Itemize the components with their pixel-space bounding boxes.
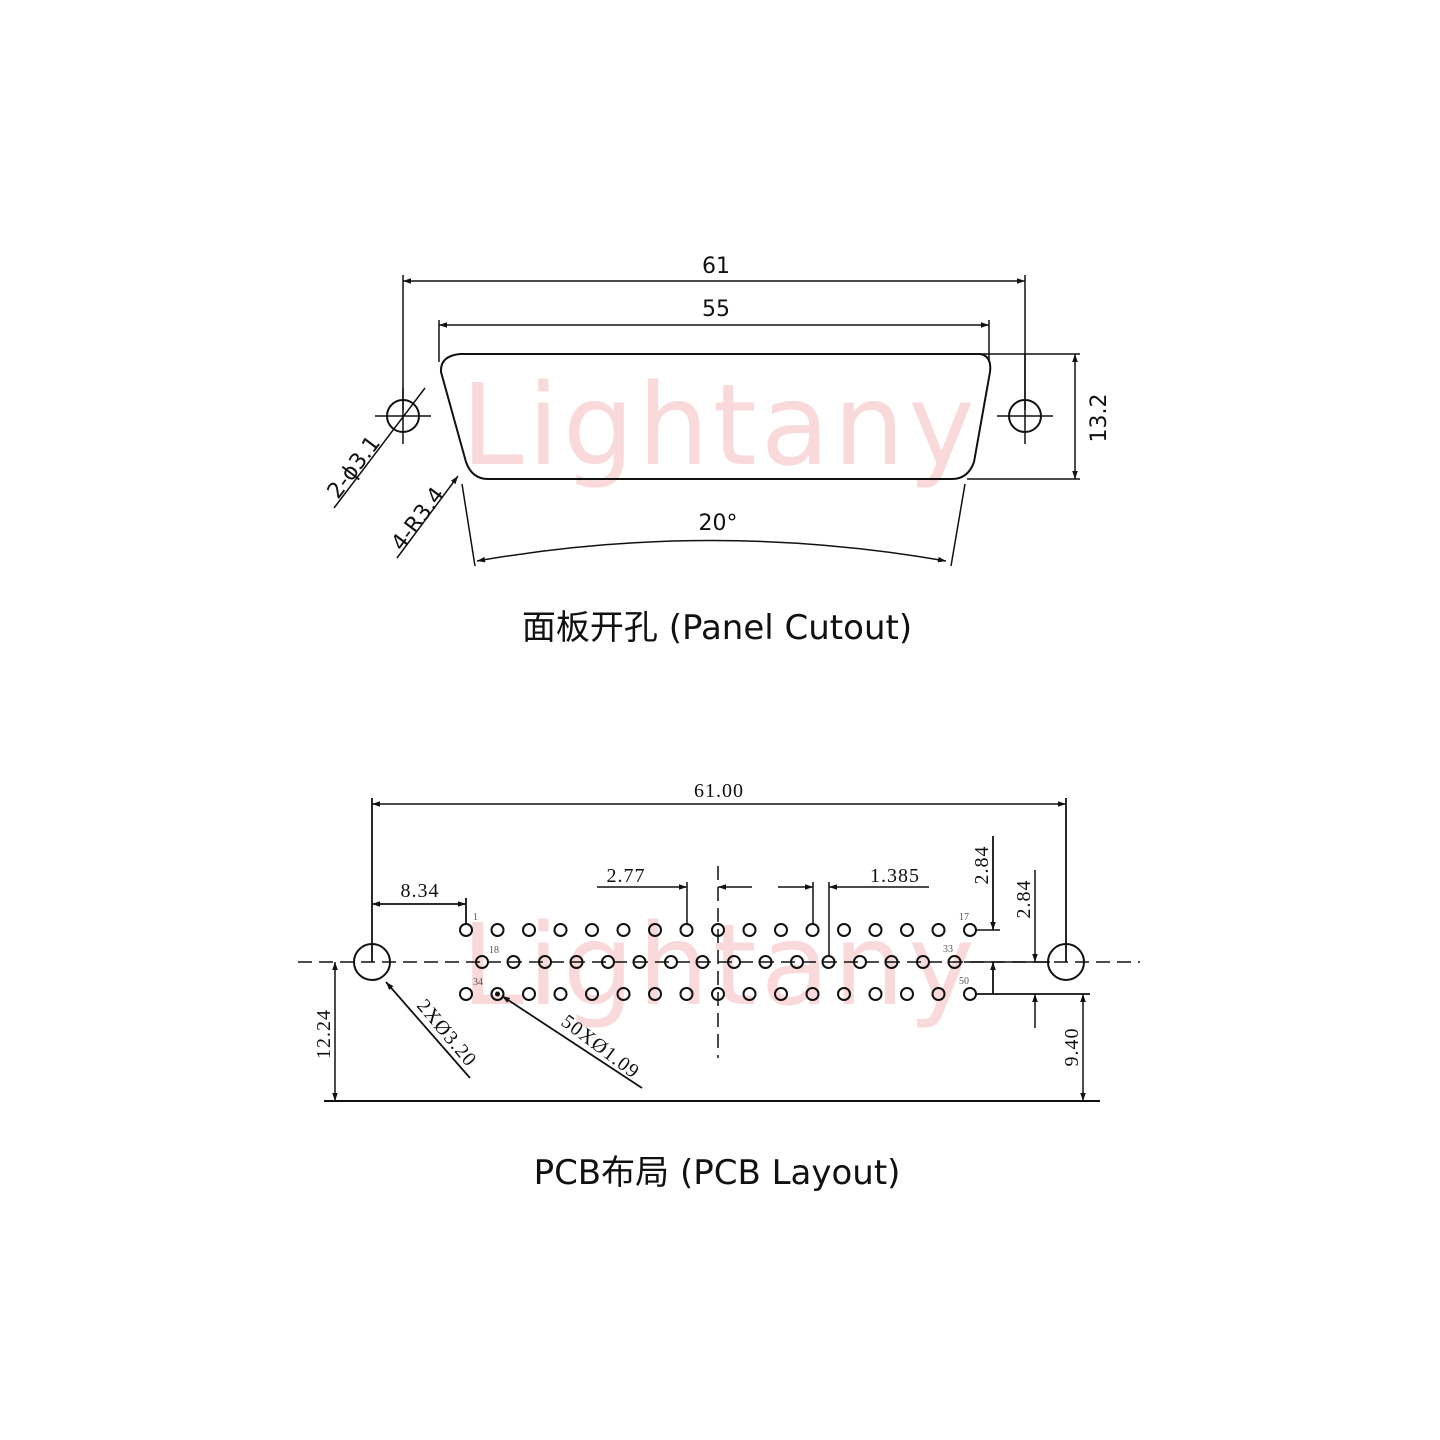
pcb-layout-title: PCB布局 (PCB Layout) [533, 1153, 901, 1193]
pin-label-33: 33 [943, 944, 953, 955]
dim-corner-radius: 4-R3.4 [387, 483, 450, 556]
dim-pcb-overall-width: 61.00 [694, 780, 744, 802]
pin-label-17: 17 [959, 912, 969, 923]
dim-mount-height: 12.24 [313, 1009, 335, 1059]
dim-row-spacing-bottom: 2.84 [1013, 880, 1035, 919]
pin-row-3 [459, 987, 977, 1001]
panel-cutout-drawing: Lightany [333, 275, 1080, 567]
pin-row-1 [459, 923, 977, 937]
dim-pitch: 2.77 [607, 865, 646, 887]
dim-opening-width: 55 [702, 297, 730, 322]
dim-angle: 20° [699, 511, 738, 536]
d-sub-opening-outline [439, 353, 992, 480]
dim-height: 13.2 [1087, 394, 1112, 443]
watermark-top: Lightany [461, 361, 978, 491]
pin-label-1: 1 [473, 912, 478, 923]
panel-cutout-title: 面板开孔 (Panel Cutout) [521, 608, 913, 648]
dim-mount-hole: 2-ϕ3.1 [323, 432, 386, 504]
pin-label-34: 34 [473, 977, 483, 988]
pin-label-18: 18 [489, 945, 499, 956]
pin-row-2 [475, 955, 962, 969]
pcb-pin-labels: 1 17 18 33 34 50 [473, 912, 969, 988]
dim-row-spacing-top: 2.84 [971, 846, 993, 885]
watermark-bottom: Lightany [461, 901, 978, 1031]
dim-half-pitch: 1.385 [870, 865, 920, 887]
dim-hole-offset: 8.34 [401, 880, 440, 902]
dim-overall-width: 61 [702, 254, 730, 279]
dim-bottom-row-height: 9.40 [1061, 1028, 1083, 1067]
pin-label-50: 50 [959, 976, 969, 987]
pcb-layout-drawing [298, 798, 1140, 1102]
